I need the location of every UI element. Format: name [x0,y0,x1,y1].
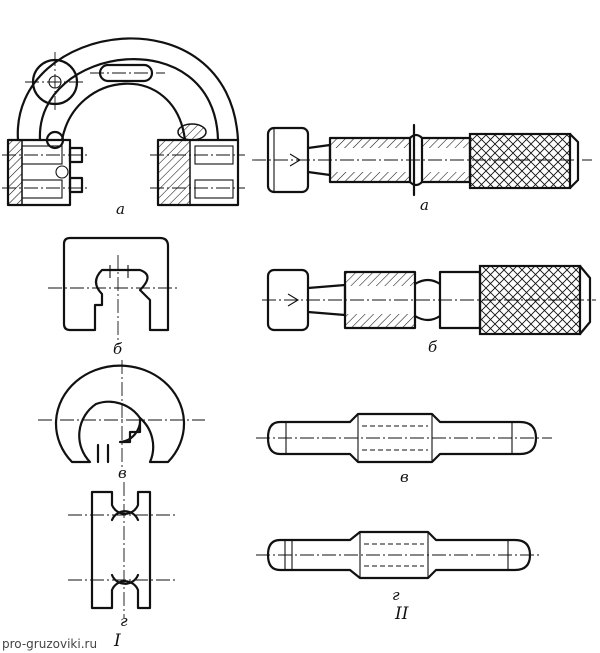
label-fig-v-left: в [118,464,127,482]
label-group-II: II [394,604,409,624]
label-fig-g-right: г [392,586,400,604]
horseshoe-ring-v [38,360,205,470]
micrometer-frame [2,37,245,207]
setting-rod-v [256,412,552,464]
label-fig-a-right: а [420,196,429,214]
setting-rod-g [256,530,540,580]
label-fig-v-right: в [400,468,409,486]
watermark-text: pro-gruzoviki.ru [2,637,97,651]
plate-b [48,236,180,345]
micrometer-screw-b [262,264,596,336]
label-fig-a-left: а [116,200,125,218]
micrometer-screw-a [252,123,592,197]
label-fig-b-left: б [113,340,123,358]
double-notch-plate-g [68,482,178,618]
label-fig-b-right: б [428,338,438,356]
label-fig-g-left: г [120,612,128,630]
label-group-I: I [113,631,121,651]
